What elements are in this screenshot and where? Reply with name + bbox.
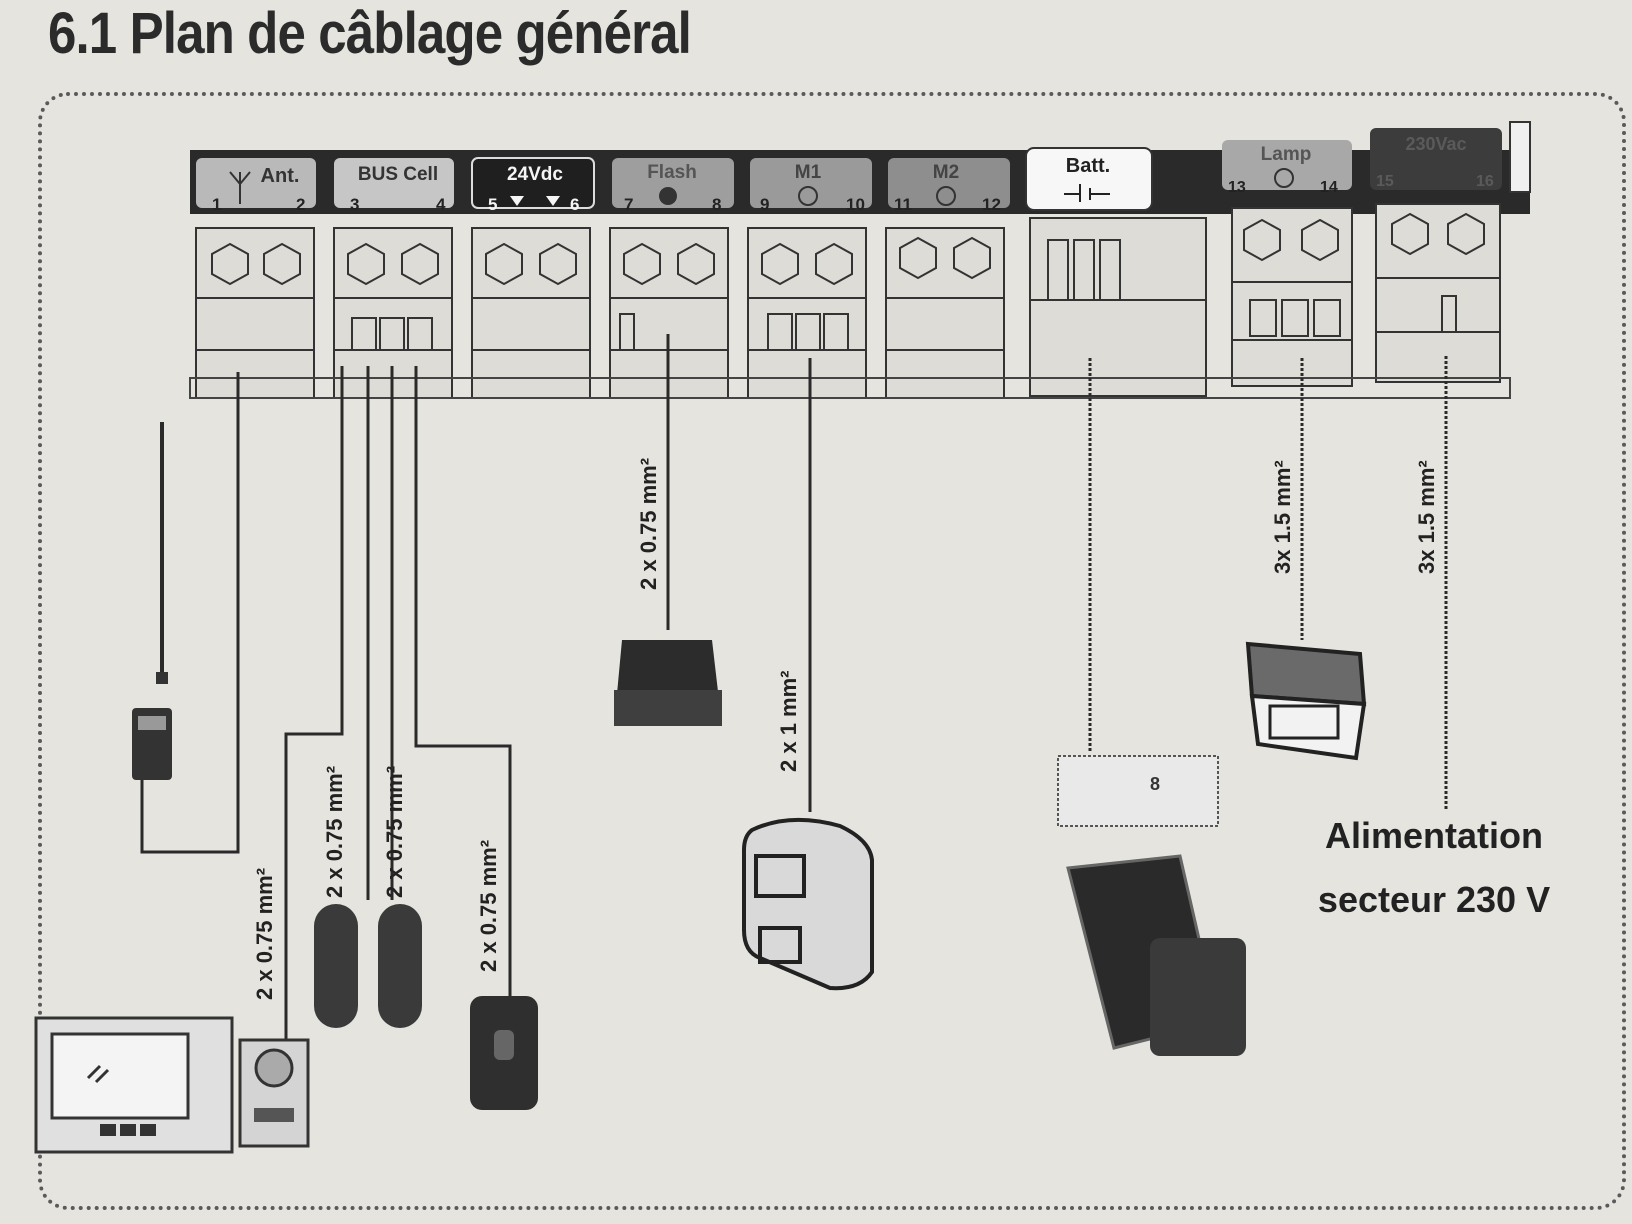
pin-12: 12	[982, 195, 1001, 214]
pin-3: 3	[350, 195, 359, 214]
pin-1: 1	[212, 195, 221, 214]
solar-charger-icon: 8	[1057, 755, 1219, 827]
label-ant-text: Ant.	[261, 165, 300, 187]
label-lamp: Lamp 13 14	[1222, 140, 1352, 196]
wire-antenna	[140, 372, 240, 854]
terminal-label-strip: Ant. 1 2 BUS Cell 3 4 24Vdc 5 6	[190, 121, 1531, 214]
antenna-receiver-icon	[132, 672, 172, 780]
intercom-monitor-icon	[34, 1016, 234, 1154]
battery-connector	[1029, 217, 1207, 397]
motor-symbol-icon	[798, 186, 818, 206]
page-title: 6.1 Plan de câblage général	[48, 1, 692, 66]
terminal-blocks	[189, 203, 1511, 399]
label-bus-cell: BUS Cell 3 4	[334, 158, 454, 214]
terminal-block	[885, 227, 1005, 399]
pin-4: 4	[436, 195, 446, 214]
cable-label-lamp: 3x 1.5 mm²	[1270, 460, 1295, 574]
label-batt: Batt.	[1025, 147, 1153, 211]
terminal-block	[1231, 207, 1353, 387]
label-ant: Ant. 1 2	[196, 158, 316, 214]
wire-keypad	[414, 366, 512, 998]
terminal-block	[471, 227, 591, 399]
cable-label-photocell-2: 2 x 0.75 mm²	[382, 766, 407, 898]
solar-panel-icon	[1066, 854, 1246, 1056]
pin-11: 11	[894, 195, 912, 214]
pin-10: 10	[846, 195, 865, 214]
photocell-icon	[314, 904, 422, 1028]
flash-symbol-icon	[659, 187, 677, 205]
supply-label-line-2: secteur 230 V	[1318, 879, 1550, 920]
key-selector-icon	[470, 996, 538, 1110]
label-m2: M2 11 12	[888, 158, 1010, 214]
flashing-light-icon	[614, 640, 722, 726]
label-batt-text: Batt.	[1066, 155, 1110, 177]
mains-supply-label: Alimentation secteur 230 V	[1318, 815, 1550, 920]
terminal-block	[1375, 203, 1501, 383]
pin-14: 14	[1320, 179, 1338, 196]
cable-labels: 2 x 0.75 mm² 2 x 0.75 mm² 2 x 0.75 mm² 2…	[252, 458, 1439, 1000]
diagram-frame	[38, 92, 1626, 1210]
pin-15: 15	[1376, 173, 1394, 190]
label-m2-text: M2	[933, 162, 959, 183]
lamp-symbol-icon	[1274, 168, 1294, 188]
cable-label-photocell-1: 2 x 0.75 mm²	[322, 766, 347, 898]
wire-intercom	[284, 366, 344, 1040]
label-flash-text: Flash	[647, 162, 697, 183]
label-lamp-text: Lamp	[1261, 144, 1312, 165]
door-station-icon	[238, 1038, 310, 1148]
cable-label-mains: 3x 1.5 mm²	[1414, 460, 1439, 574]
label-230vac-text: 230Vac	[1405, 134, 1466, 154]
cable-label-flash: 2 x 0.75 mm²	[636, 458, 661, 590]
pin-5: 5	[488, 195, 497, 214]
dc-polarity-icon	[510, 196, 560, 206]
pin-2: 2	[296, 195, 305, 214]
supply-label-line-1: Alimentation	[1325, 815, 1543, 856]
motor-symbol-icon	[936, 186, 956, 206]
label-m1-text: M1	[795, 162, 822, 183]
terminal-block	[747, 227, 867, 399]
gate-motor-icon	[742, 817, 874, 991]
pin-7: 7	[624, 195, 633, 214]
cable-label-motor: 2 x 1 mm²	[776, 671, 801, 773]
cable-label-keypad: 2 x 0.75 mm²	[476, 840, 501, 972]
terminal-block	[195, 227, 315, 399]
pin-8: 8	[712, 195, 721, 214]
antenna-symbol-icon	[229, 171, 251, 204]
label-flash: Flash 7 8	[612, 158, 734, 214]
label-24vdc-text: 24Vdc	[507, 164, 563, 185]
label-bus-cell-text: BUS Cell	[358, 164, 438, 185]
cable-label-intercom: 2 x 0.75 mm²	[252, 868, 277, 1000]
pin-16: 16	[1476, 173, 1494, 190]
pin-13: 13	[1228, 179, 1246, 196]
label-230vac: 230Vac 15 16	[1370, 128, 1502, 190]
label-m1: M1 9 10	[750, 158, 872, 214]
warning-lamp-icon	[1245, 641, 1367, 761]
solar-charger-label: 8	[1150, 774, 1160, 794]
label-24vdc: 24Vdc 5 6	[471, 157, 595, 214]
battery-symbol-icon	[1064, 184, 1110, 202]
pin-9: 9	[760, 195, 769, 214]
pin-6: 6	[570, 195, 579, 214]
terminal-base-rail	[189, 377, 1511, 399]
wires	[140, 334, 1448, 1040]
